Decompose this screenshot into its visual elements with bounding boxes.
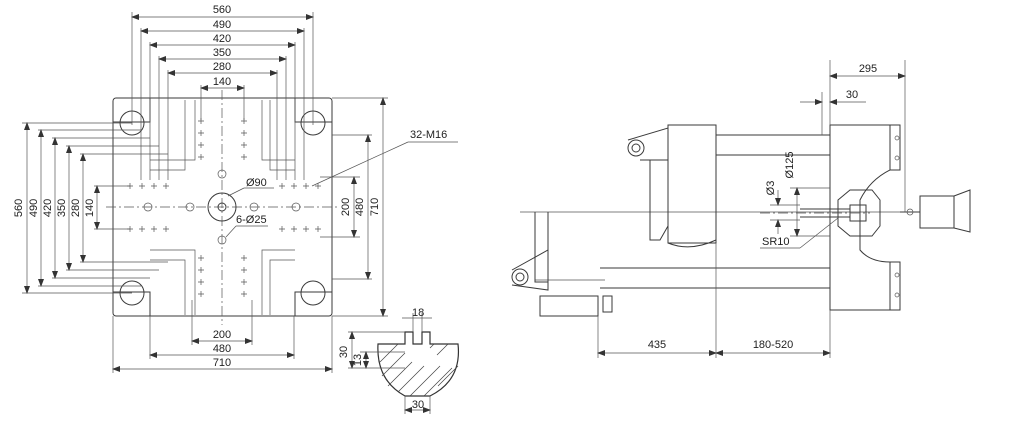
upper-link-pin-outer	[627, 139, 645, 157]
lower-link-pin	[515, 272, 525, 282]
fixed-platen-bottom-cap	[889, 261, 901, 311]
corner-bl	[113, 291, 151, 316]
side-dim-dia-125: Ø125	[784, 152, 796, 179]
detail-dim-bottom: 30	[412, 399, 424, 411]
top-dim-350: 350	[213, 47, 231, 59]
side-dim-dia-3: Ø3	[765, 181, 777, 196]
tslot-detail-view: 18 30 13 30	[338, 307, 460, 414]
top-dim-560: 560	[213, 4, 231, 16]
hole-25-5	[217, 235, 227, 245]
bottom-dim-480: 480	[213, 343, 231, 355]
bottom-dim-710: 710	[213, 357, 231, 369]
machine-side-view: 295 30 Ø3 Ø125 SR10	[511, 60, 971, 358]
callout-center-hole: Ø90	[246, 177, 267, 189]
bolt-2	[894, 155, 900, 161]
bottom-dim-200: 200	[213, 329, 231, 341]
lower-link	[511, 249, 549, 291]
hole-25-3	[185, 202, 195, 212]
left-dim-350: 350	[56, 199, 68, 217]
right-dim-480: 480	[354, 198, 366, 216]
fixed-platen	[829, 124, 891, 311]
detail-dimensions: 18 30 13 30	[338, 307, 432, 414]
bottom-dimensions: 200 480 710	[112, 300, 333, 373]
bolt-3	[894, 272, 900, 278]
slot-tr	[261, 100, 295, 171]
corner-br	[294, 291, 332, 316]
center-hole	[207, 192, 237, 222]
side-dim-30: 30	[846, 89, 858, 101]
corner-tr	[294, 98, 332, 123]
right-dim-200: 200	[340, 198, 352, 216]
left-dim-140: 140	[84, 199, 96, 217]
top-dim-490: 490	[213, 19, 231, 31]
detail-dim-height-inner: 13	[352, 354, 364, 366]
callouts: 32-M16 Ø90 6-Ø25	[225, 129, 458, 238]
injection-pin	[906, 208, 914, 216]
slot-tl	[150, 100, 196, 171]
side-dim-stroke: 180-520	[753, 339, 793, 351]
injection-unit-end	[953, 189, 971, 233]
side-top-dimensions: 295 30	[800, 60, 906, 212]
center-hole-inner	[217, 202, 227, 212]
moving-platen	[667, 124, 717, 244]
rear-frame	[534, 212, 549, 283]
callout-holes: 6-Ø25	[236, 214, 267, 226]
left-dimensions: 560 490 420 350 280 140	[13, 122, 168, 294]
left-dim-560: 560	[13, 199, 25, 217]
tie-bar-hole-br	[300, 280, 326, 306]
side-radius-callout: SR10	[760, 217, 839, 249]
top-dimensions: 560 490 420 350 280 140	[131, 4, 314, 180]
top-dim-280: 280	[213, 61, 231, 73]
bolt-4	[894, 292, 900, 298]
bolt-1	[894, 135, 900, 141]
hole-25-2	[291, 202, 301, 212]
right-dim-710: 710	[369, 198, 381, 216]
rear-foot	[539, 295, 599, 317]
side-dim-295: 295	[859, 63, 877, 75]
moving-platen-base	[667, 239, 717, 248]
injection-unit	[919, 195, 955, 229]
slot-br	[261, 249, 295, 315]
detail-section	[377, 331, 460, 397]
side-diameter-dimensions: Ø3 Ø125	[765, 152, 830, 237]
fixed-platen-top-cap	[889, 124, 901, 171]
hole-25-4	[249, 202, 259, 212]
platen-front-view: 560 490 420 350 280 140	[13, 4, 458, 373]
hole-25-6	[217, 169, 227, 179]
callout-thread: 32-M16	[410, 129, 447, 141]
detail-hatching	[379, 343, 459, 397]
upper-link-pin	[631, 143, 641, 153]
side-radius: SR10	[762, 236, 790, 248]
toggle-arm	[649, 160, 669, 241]
top-dim-140: 140	[213, 76, 231, 88]
corner-tl	[113, 98, 151, 123]
left-dim-280: 280	[70, 199, 82, 217]
right-dimensions: 200 480 710	[320, 97, 388, 317]
rear-foot-block	[602, 295, 613, 313]
detail-dim-height-outer: 30	[338, 346, 350, 358]
lower-link-pin-outer	[511, 268, 529, 286]
left-dim-490: 490	[28, 199, 40, 217]
left-dim-420: 420	[42, 199, 54, 217]
side-dim-435: 435	[648, 339, 666, 351]
detail-dim-top: 18	[412, 307, 424, 319]
side-bottom-dimensions: 435 180-520	[597, 243, 831, 358]
top-dim-420: 420	[213, 33, 231, 45]
hole-25-1	[143, 202, 153, 212]
slot-bl	[150, 249, 196, 315]
nozzle-housing	[837, 189, 881, 237]
